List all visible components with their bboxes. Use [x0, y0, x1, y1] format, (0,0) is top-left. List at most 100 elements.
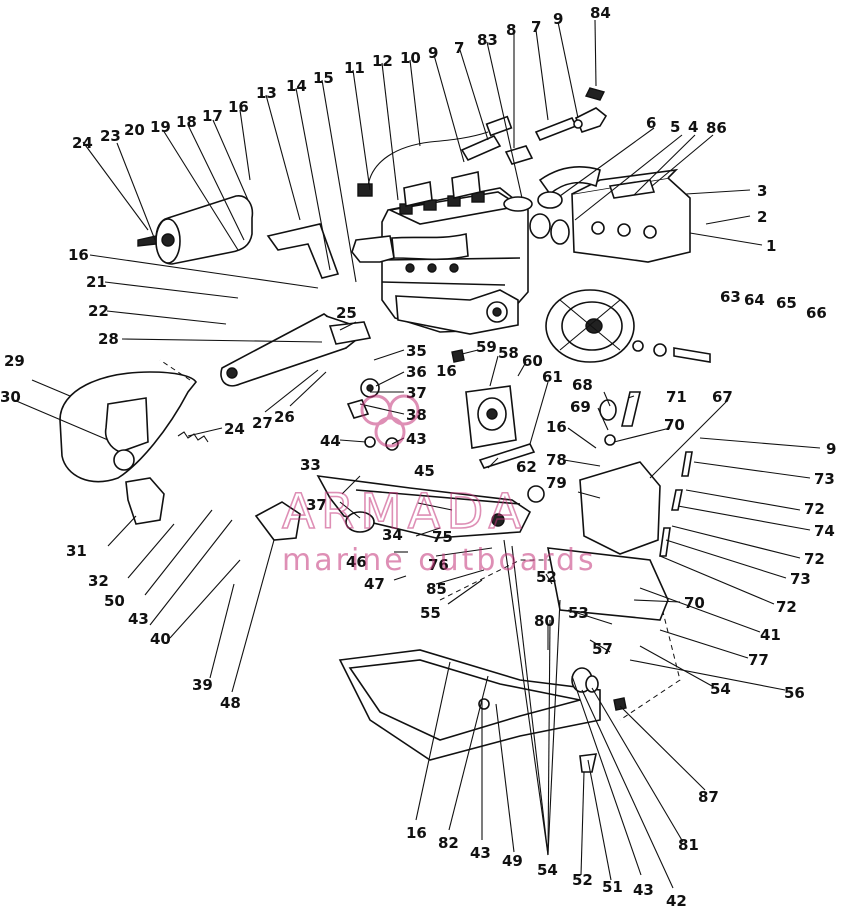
callout-53: 53: [568, 604, 589, 622]
callout-59: 59: [476, 338, 497, 356]
callout-22: 22: [88, 302, 109, 320]
callout-55: 55: [420, 604, 441, 622]
flywheel-magneto: [545, 289, 635, 363]
callout-85: 85: [426, 580, 447, 598]
callout-15: 15: [313, 69, 334, 87]
callout-70: 70: [664, 416, 685, 434]
callout-68: 68: [572, 376, 593, 394]
exhaust-bracket: [125, 477, 165, 525]
callout-35: 35: [406, 342, 427, 360]
callout-77: 77: [748, 651, 769, 669]
callout-19: 19: [150, 118, 171, 136]
callout-83: 83: [477, 31, 498, 49]
callout-61: 61: [542, 368, 563, 386]
callout-7: 7: [454, 39, 464, 57]
callout-32: 32: [88, 572, 109, 590]
callout-37: 37: [406, 384, 427, 402]
intake-hose: [529, 166, 601, 245]
water-pump-cover: [465, 385, 517, 449]
washer: [604, 434, 616, 446]
callout-21: 21: [86, 273, 107, 291]
callout-73: 73: [814, 470, 835, 488]
watermark-tagline: marine outboards: [282, 543, 597, 578]
fastener-stack: [346, 349, 465, 451]
callout-49: 49: [502, 852, 523, 870]
callout-56: 56: [784, 684, 805, 702]
callout-65: 65: [776, 294, 797, 312]
callout-9: 9: [553, 10, 563, 28]
callout-42: 42: [666, 892, 687, 909]
callout-12: 12: [372, 52, 393, 70]
callout-62: 62: [516, 458, 537, 476]
callout-60: 60: [522, 352, 543, 370]
callout-40: 40: [150, 630, 171, 648]
callout-58: 58: [498, 344, 519, 362]
callout-51: 51: [602, 878, 623, 896]
callout-18: 18: [176, 113, 197, 131]
swivel-bracket: [547, 461, 669, 621]
upper-linkage-rod: [504, 87, 608, 165]
callout-10: 10: [400, 49, 421, 67]
lower-fasteners: [478, 667, 627, 773]
callout-72: 72: [776, 598, 797, 616]
callout-54: 54: [537, 861, 558, 879]
callout-43: 43: [633, 881, 654, 899]
callout-63: 63: [720, 288, 741, 306]
callout-36: 36: [406, 363, 427, 381]
lower-unit-housing: [338, 559, 681, 761]
mid-section-plate: [316, 475, 545, 539]
callout-6: 6: [646, 114, 656, 132]
callout-75: 75: [432, 528, 453, 546]
callout-84: 84: [590, 4, 611, 22]
callout-13: 13: [256, 84, 277, 102]
callout-1: 1: [766, 237, 776, 255]
callout-73: 73: [790, 570, 811, 588]
callout-86: 86: [706, 119, 727, 137]
callout-31: 31: [66, 542, 87, 560]
callout-78: 78: [546, 451, 567, 469]
callout-39: 39: [192, 676, 213, 694]
watermark-brand: ARMADA: [282, 484, 527, 540]
callout-67: 67: [712, 388, 733, 406]
callout-8: 8: [506, 21, 516, 39]
callout-33: 33: [300, 456, 321, 474]
leg-bracket: [254, 501, 301, 541]
callout-3: 3: [757, 182, 767, 200]
callout-43: 43: [128, 610, 149, 628]
callout-52: 52: [572, 871, 593, 889]
callout-87: 87: [698, 788, 719, 806]
callout-27: 27: [252, 414, 273, 432]
callout-82: 82: [438, 834, 459, 852]
callout-37: 37: [306, 496, 327, 514]
flywheel-bolt-set: [632, 340, 711, 363]
callout-57: 57: [592, 640, 613, 658]
callout-34: 34: [382, 526, 403, 544]
callout-52: 52: [536, 568, 557, 586]
callout-24: 24: [72, 134, 93, 152]
callout-16: 16: [68, 246, 89, 264]
callout-4: 4: [688, 118, 698, 136]
callout-20: 20: [124, 121, 145, 139]
callout-16: 16: [228, 98, 249, 116]
leader-lines: [13, 19, 821, 889]
callout-26: 26: [274, 408, 295, 426]
tuned-exhaust-chamber: [59, 371, 197, 483]
callout-46: 46: [346, 553, 367, 571]
callout-54: 54: [710, 680, 731, 698]
callout-72: 72: [804, 500, 825, 518]
callout-66: 66: [806, 304, 827, 322]
callout-48: 48: [220, 694, 241, 712]
bolt-column: [659, 451, 693, 557]
callout-79: 79: [546, 474, 567, 492]
callout-64: 64: [744, 291, 765, 309]
callout-69: 69: [570, 398, 591, 416]
callout-41: 41: [760, 626, 781, 644]
callout-47: 47: [364, 575, 385, 593]
mount-guideline: [159, 359, 191, 381]
callout-16: 16: [406, 824, 427, 842]
callout-43: 43: [470, 844, 491, 862]
callout-74: 74: [814, 522, 835, 540]
callout-7: 7: [531, 18, 541, 36]
callout-81: 81: [678, 836, 699, 854]
